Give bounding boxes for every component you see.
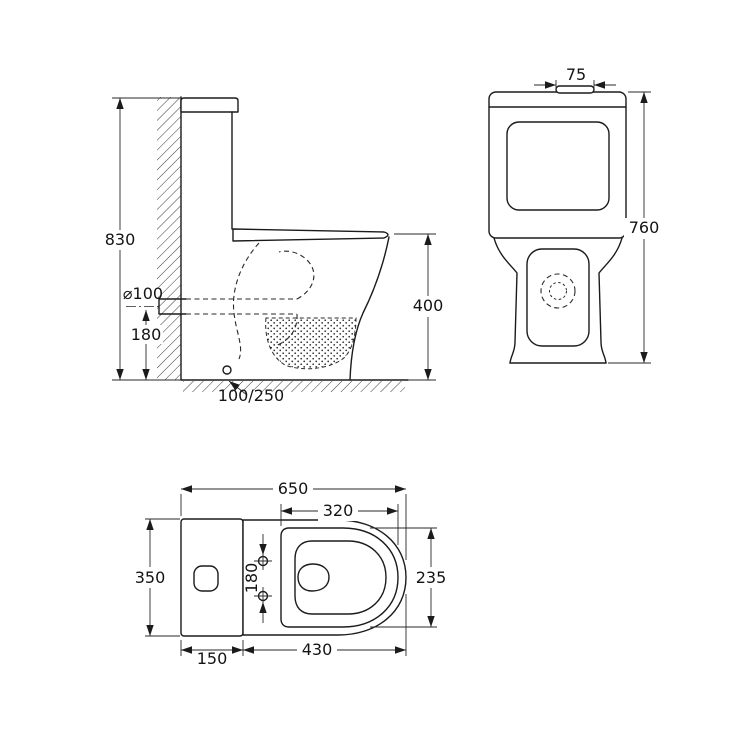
seat-opening [294,540,387,615]
outlet-circle-inner [549,282,567,300]
bolt-cap [222,365,232,375]
dim-label-180-top: 180 [242,563,261,594]
seat-side [232,228,389,242]
plan-view: 650 320 350 180 235 [130,479,451,668]
outlet-circle-outer [540,273,576,309]
dim-label-320: 320 [323,501,354,520]
dim-label-350: 350 [135,568,166,587]
dim-seat-width-235: 235 [370,527,451,628]
pedestal-left-outline [493,237,518,364]
cistern-panel [506,121,610,211]
dim-rim-height-400: 400 [394,233,447,381]
pedestal-panel [526,248,590,347]
dim-overall-width-350: 350 [130,518,180,637]
dim-total-height-760: 760 [608,91,664,364]
dim-label-rough-in: 100/250 [218,386,284,405]
flush-button-plan [193,565,219,592]
dim-rough-in: 100/250 [218,380,284,405]
floor-hatch [183,381,405,392]
side-elevation-view: 830 ⌀100 180 400 100/250 [100,96,447,405]
dim-label-outlet-diameter: ⌀100 [123,284,163,303]
bowl-front-outline [349,236,390,381]
dim-label-650: 650 [278,479,309,498]
dim-outlet-height-180: 180 [129,310,163,380]
cistern-lid-side [180,97,239,113]
dim-label-150: 150 [197,649,228,668]
dim-overall-length-650: 650 [180,479,407,560]
dim-label-400: 400 [413,296,444,315]
dim-label-235: 235 [416,568,447,587]
outlet-pipe-hidden [186,298,297,315]
dim-label-180-side: 180 [131,325,162,344]
pedestal-right-outline [598,237,623,364]
trapway-back-hidden [232,242,260,360]
dim-label-430: 430 [302,640,333,659]
water-sump-stipple [265,317,357,370]
dim-total-height-830: 830 [100,97,181,381]
dim-hinge-spacing-180: 180 [242,534,267,623]
flush-button-front [555,85,595,94]
dim-bowl-length-430: 430 [243,594,407,660]
dim-seat-length-320: 320 [280,501,399,545]
dim-button-width-75: 75 [534,65,616,90]
water-spot [297,563,330,592]
dim-label-760: 760 [629,218,660,237]
dim-label-830: 830 [105,230,136,249]
front-elevation-view: 75 760 [488,65,664,364]
dim-label-75: 75 [566,65,586,84]
